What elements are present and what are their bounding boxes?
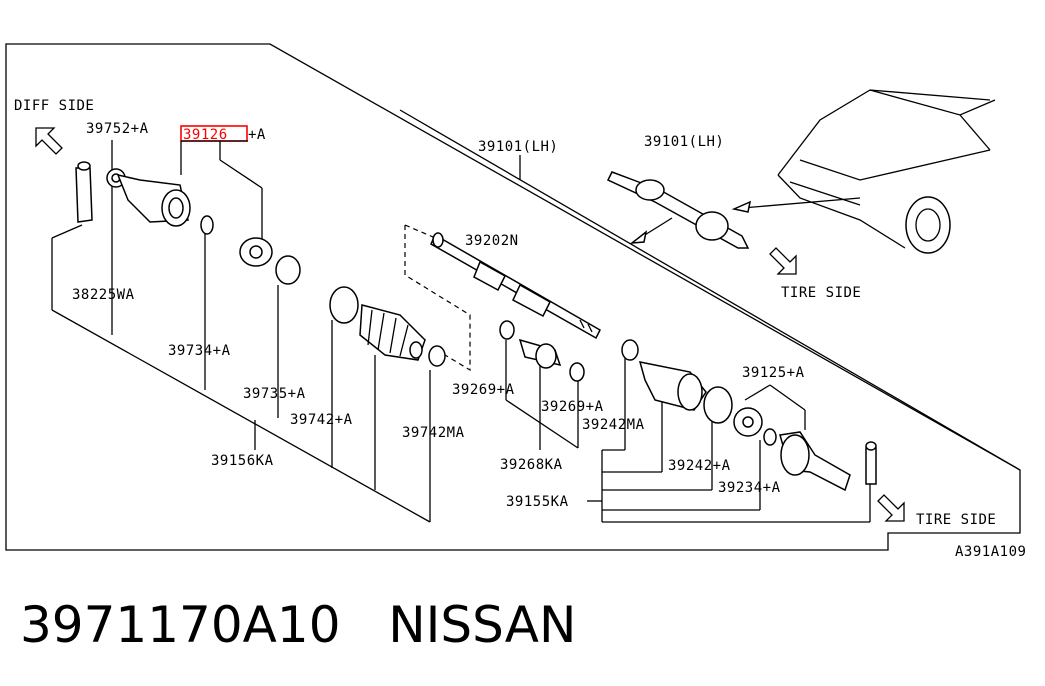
label-39202: 39202N: [465, 233, 519, 249]
part-39269-band-a: [499, 320, 515, 340]
label-39242-a: 39242+A: [668, 458, 731, 474]
label-39242-ma: 39242MA: [582, 417, 645, 433]
part-39211-outer-joint: [779, 431, 851, 492]
part-39742ma-band: [428, 345, 446, 367]
label-39126-suffix: +A: [248, 127, 266, 143]
label-39101-inset: 39101(LH): [644, 134, 724, 150]
arrow-tire-side-upper-icon: [769, 247, 797, 275]
label-39126: 39126: [183, 127, 228, 143]
label-39734: 39734+A: [168, 343, 231, 359]
label-39269-a: 39269+A: [452, 382, 515, 398]
label-tire-side-lower: TIRE SIDE: [916, 512, 996, 528]
label-ref-code: A391A109: [955, 544, 1026, 560]
label-39752: 39752+A: [86, 121, 149, 137]
part-39269-band-b: [569, 362, 585, 382]
part-bearing-spider: [239, 237, 273, 267]
label-diff-side: DIFF SIDE: [14, 98, 94, 114]
label-39155: 39155KA: [506, 494, 569, 510]
part-grease-right: [865, 441, 877, 485]
label-39156: 39156KA: [211, 453, 274, 469]
part-39741-boot: [359, 304, 426, 361]
parts-diagram: DIFF SIDE 39752+A 39126 +A 38225WA 39734…: [5, 43, 1026, 560]
label-39742-a: 39742+A: [290, 412, 353, 428]
label-39101-main: 39101(LH): [478, 139, 558, 155]
inset-car: [777, 89, 996, 254]
part-39242-band: [703, 386, 733, 424]
part-39125-bearing: [733, 407, 763, 437]
inset-driveshaft: [606, 171, 750, 249]
label-39742-ma: 39742MA: [402, 425, 465, 441]
label-tire-side-upper: TIRE SIDE: [781, 285, 861, 301]
brand-name: NISSAN: [388, 596, 577, 654]
label-39735: 39735+A: [243, 386, 306, 402]
label-39234: 39234+A: [718, 480, 781, 496]
label-38225: 38225WA: [72, 287, 135, 303]
part-39242ma-band: [621, 339, 639, 361]
part-39268-damper: [518, 338, 562, 369]
label-39269-b: 39269+A: [541, 399, 604, 415]
label-39125: 39125+A: [742, 365, 805, 381]
arrow-diff-side-icon: [35, 127, 63, 155]
part-39234-circlip: [763, 428, 777, 446]
inset-arrows: [629, 197, 861, 244]
part-39126-housing: [116, 173, 191, 227]
arrow-tire-side-lower-icon: [877, 494, 905, 522]
diagram-frame: [5, 43, 1021, 551]
part-39742-band: [329, 286, 359, 324]
leader-lines: [51, 109, 1021, 523]
part-39241-boot: [638, 361, 707, 411]
part-39202-shaft: [430, 232, 601, 340]
part-number-caption: 3971170A10 NISSAN: [20, 596, 576, 654]
part-39734-snap-ring: [200, 215, 214, 235]
part-38225-grease: [75, 161, 93, 223]
part-39735-circlip: [275, 255, 301, 285]
label-39268: 39268KA: [500, 457, 563, 473]
part-number: 3971170A10: [20, 596, 341, 654]
